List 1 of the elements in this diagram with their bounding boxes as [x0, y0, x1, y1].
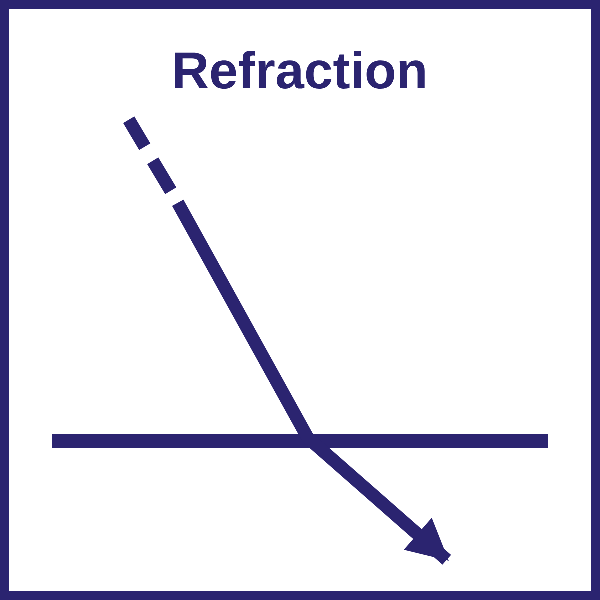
title: Refraction: [175, 50, 425, 89]
